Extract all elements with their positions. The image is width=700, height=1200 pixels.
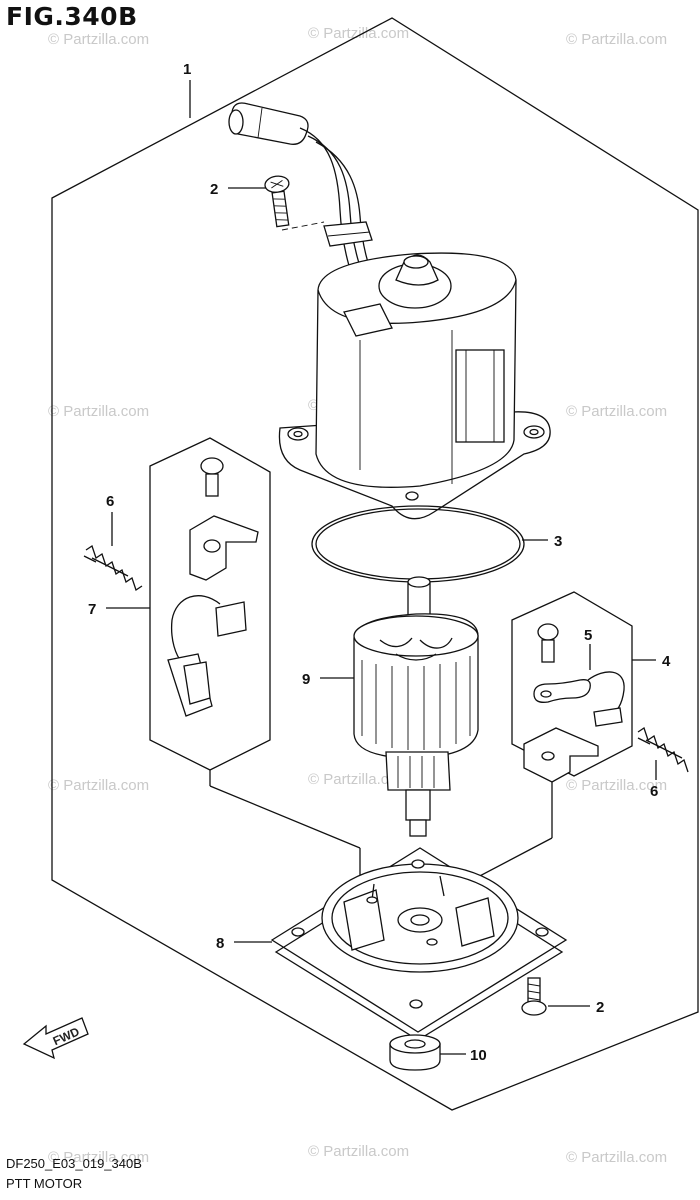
spring-right — [637, 726, 689, 773]
watermark-text: © Partzilla.com — [48, 1149, 149, 1166]
callout-label: 2 — [210, 181, 218, 198]
callout-8: 8 — [216, 935, 272, 952]
callout-10: 10 — [440, 1047, 487, 1064]
watermark-text: © Partzilla.com — [566, 403, 667, 420]
bushing — [389, 1034, 441, 1071]
callout-2-bottom: 2 — [548, 999, 604, 1016]
callout-1: 1 — [183, 61, 191, 118]
callout-9: 9 — [302, 671, 354, 688]
callout-2-top: 2 — [210, 181, 266, 198]
callout-label: 6 — [106, 493, 114, 510]
assembly-boundary — [51, 17, 699, 1111]
fwd-label: FWD — [51, 1024, 82, 1048]
screw-top — [264, 175, 325, 231]
brush-assembly-right — [433, 591, 633, 932]
watermark-text: © Partzilla.com — [566, 31, 667, 48]
watermark-text: © Partzilla.com — [308, 771, 409, 788]
watermark-text: © Partzilla.com — [566, 1149, 667, 1166]
armature — [353, 576, 479, 837]
callout-label: 8 — [216, 935, 224, 952]
watermark-text: © Partzilla.com — [308, 25, 409, 42]
callout-label: 10 — [470, 1047, 487, 1064]
watermark-text: © Partzilla.com — [48, 777, 149, 794]
callout-label: 5 — [584, 627, 592, 644]
watermark-text: © Partzilla.com — [566, 777, 667, 794]
callout-4: 4 — [632, 653, 671, 670]
watermark-text: © Partzilla.com — [48, 31, 149, 48]
callout-label: 7 — [88, 601, 96, 618]
callout-label: 2 — [596, 999, 604, 1016]
spring-left — [83, 544, 143, 592]
callout-6-right: 6 — [650, 760, 658, 800]
callout-3: 3 — [522, 533, 562, 550]
callout-label: 4 — [662, 653, 671, 670]
callout-7: 7 — [88, 601, 150, 618]
callout-label: 6 — [650, 783, 658, 800]
callout-5: 5 — [584, 627, 592, 670]
forward-direction-arrow: FWD — [22, 1017, 89, 1060]
brush-assembly-left — [149, 437, 361, 892]
diagram-code: DF250_E03_019_340B — [6, 1156, 142, 1171]
callout-label: 9 — [302, 671, 310, 688]
watermark-text: © Partzilla.com — [48, 403, 149, 420]
callout-label: 1 — [183, 61, 191, 78]
watermark-text: © Partzilla.com — [308, 1143, 409, 1160]
screw-bottom — [521, 977, 547, 1016]
callout-6-left: 6 — [106, 493, 114, 546]
callout-label: 3 — [554, 533, 562, 550]
motor-base-plate — [270, 847, 568, 1041]
motor-housing — [278, 252, 551, 520]
figure-title: FIG.340B — [6, 2, 138, 31]
diagram-name: PTT MOTOR — [6, 1176, 83, 1191]
